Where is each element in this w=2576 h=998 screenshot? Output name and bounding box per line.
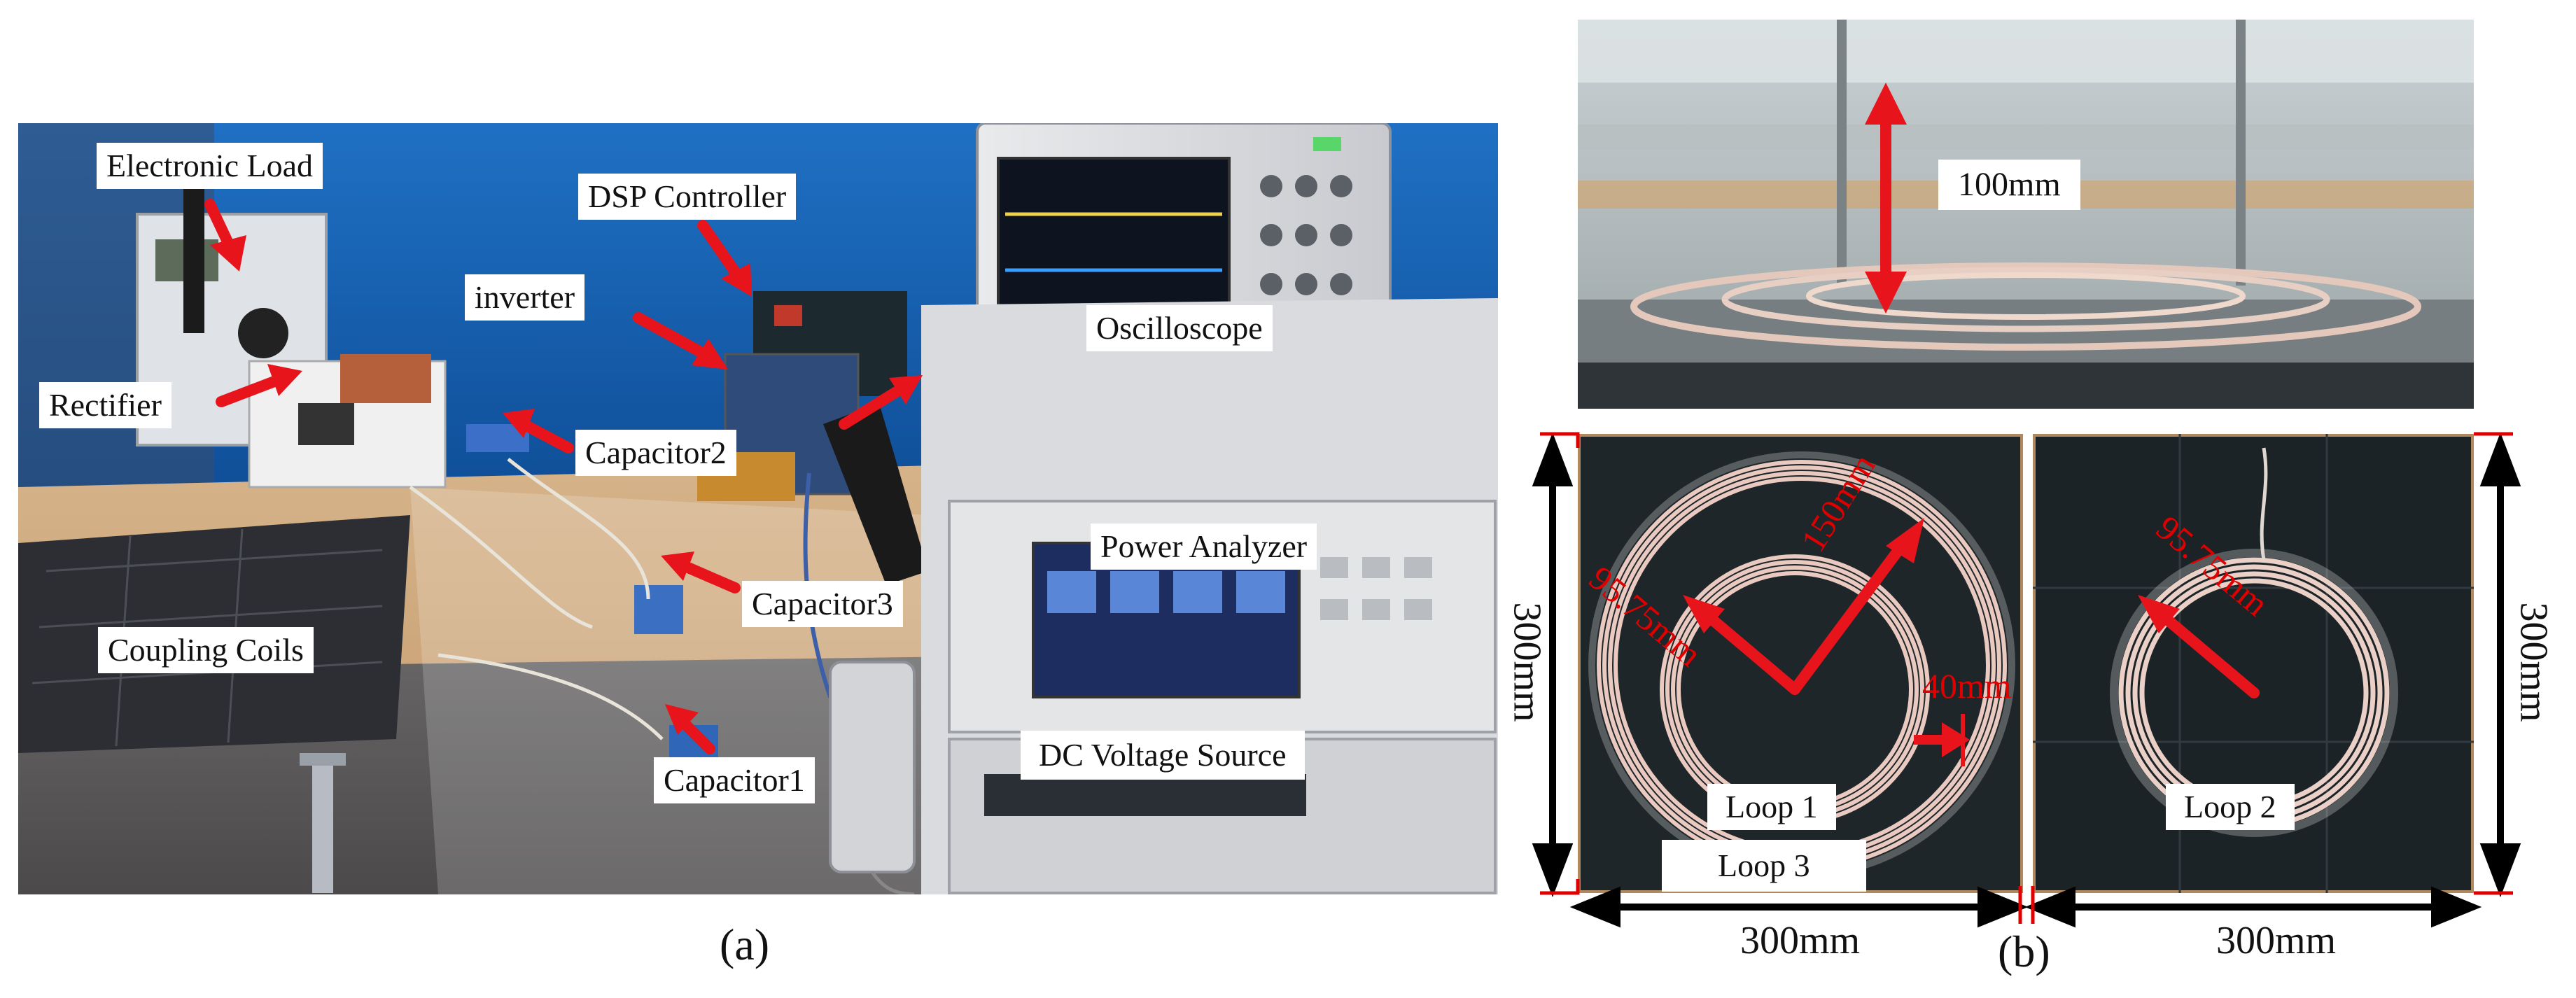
left-height-label: 300mm xyxy=(1505,602,1549,722)
label-capacitor2: Capacitor2 xyxy=(575,430,736,476)
transmitter-coil-photo: 95.75mm 150mm 40mm Loop 1 Loop 3 xyxy=(1578,434,2023,893)
loop2-label: Loop 2 xyxy=(2166,784,2295,830)
radius-arrow-right xyxy=(2153,607,2260,698)
right-height-label: 300mm xyxy=(2512,602,2556,722)
coil-side-view-photo: 100mm xyxy=(1578,20,2474,409)
coil-side-view-illustration xyxy=(1578,20,2474,409)
caption-a: (a) xyxy=(720,920,770,969)
label-inverter: inverter xyxy=(465,274,585,321)
gap-label: 100mm xyxy=(1938,160,2080,210)
loop3-label: Loop 3 xyxy=(1662,840,1866,892)
label-oscilloscope: Oscilloscope xyxy=(1086,305,1273,351)
label-capacitor1: Capacitor1 xyxy=(654,757,815,803)
label-capacitor3: Capacitor3 xyxy=(742,581,903,627)
receiver-coil-photo: 95.75mm Loop 2 xyxy=(2033,434,2474,893)
label-power-analyzer: Power Analyzer xyxy=(1091,523,1317,570)
spacing-label: 40mm xyxy=(1922,666,2012,705)
radius-arrows xyxy=(1698,533,1912,695)
label-dsp-controller: DSP Controller xyxy=(578,174,797,220)
label-coupling-coils: Coupling Coils xyxy=(98,627,314,673)
caption-b: (b) xyxy=(1998,927,2050,976)
label-rectifier: Rectifier xyxy=(39,382,172,428)
loop1-label: Loop 1 xyxy=(1707,784,1836,830)
gap-dimension-arrow xyxy=(1865,83,1907,314)
right-width-label: 300mm xyxy=(2216,919,2337,962)
label-electronic-load: Electronic Load xyxy=(97,143,323,189)
left-width-label: 300mm xyxy=(1740,919,1861,962)
label-dc-voltage-source: DC Voltage Source xyxy=(1021,731,1305,780)
